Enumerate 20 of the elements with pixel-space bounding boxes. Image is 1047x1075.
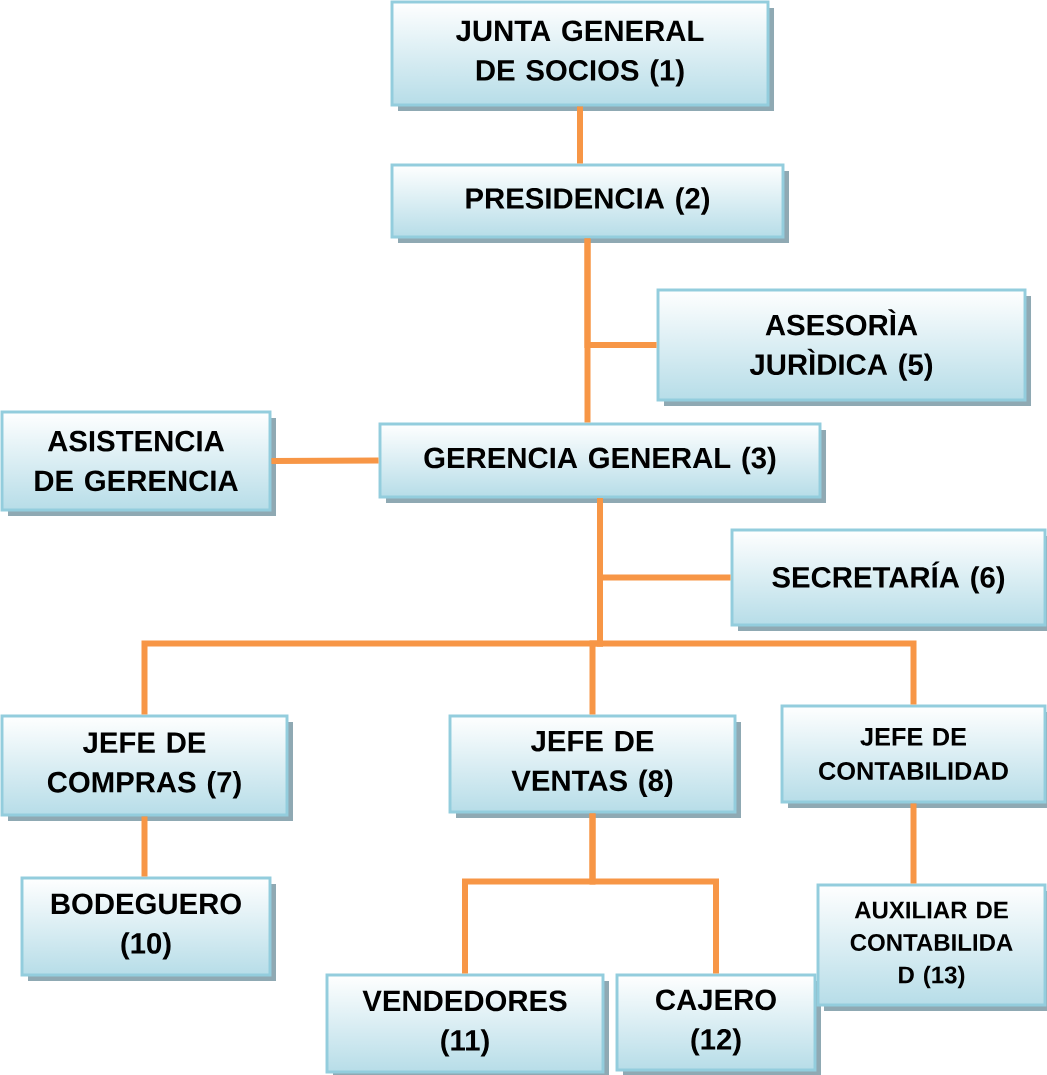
org-box: AUXILIAR DE CONTABILIDA D (13) [816,883,1047,1011]
org-box: ASESORÌA JURÌDICA (5) [656,288,1031,406]
org-box: ASISTENCIA DE GERENCIA [0,410,276,516]
connector-line [271,457,379,464]
org-box: JEFE DE COMPRAS (7) [0,714,293,821]
org-box: GERENCIA GENERAL (3) [378,422,826,503]
connector-line [910,803,917,884]
connector-line [589,813,719,974]
connector-line [597,498,917,705]
org-box: JEFE DE CONTABILIDAD [780,704,1047,808]
connector-line [584,238,657,348]
org-box: BODEGUERO (10) [20,876,276,981]
org-box: PRESIDENCIA (2) [390,163,789,243]
org-box: VENDEDORES (11) [325,973,609,1075]
org-box: SECRETARÍA (6) [730,528,1047,631]
org-box: JEFE DE VENTAS (8) [448,714,741,818]
org-box: CAJERO (12) [615,973,821,1075]
org-box: JUNTA GENERAL DE SOCIOS (1) [390,0,774,111]
connector-line [141,816,148,877]
connector-line [577,106,583,164]
